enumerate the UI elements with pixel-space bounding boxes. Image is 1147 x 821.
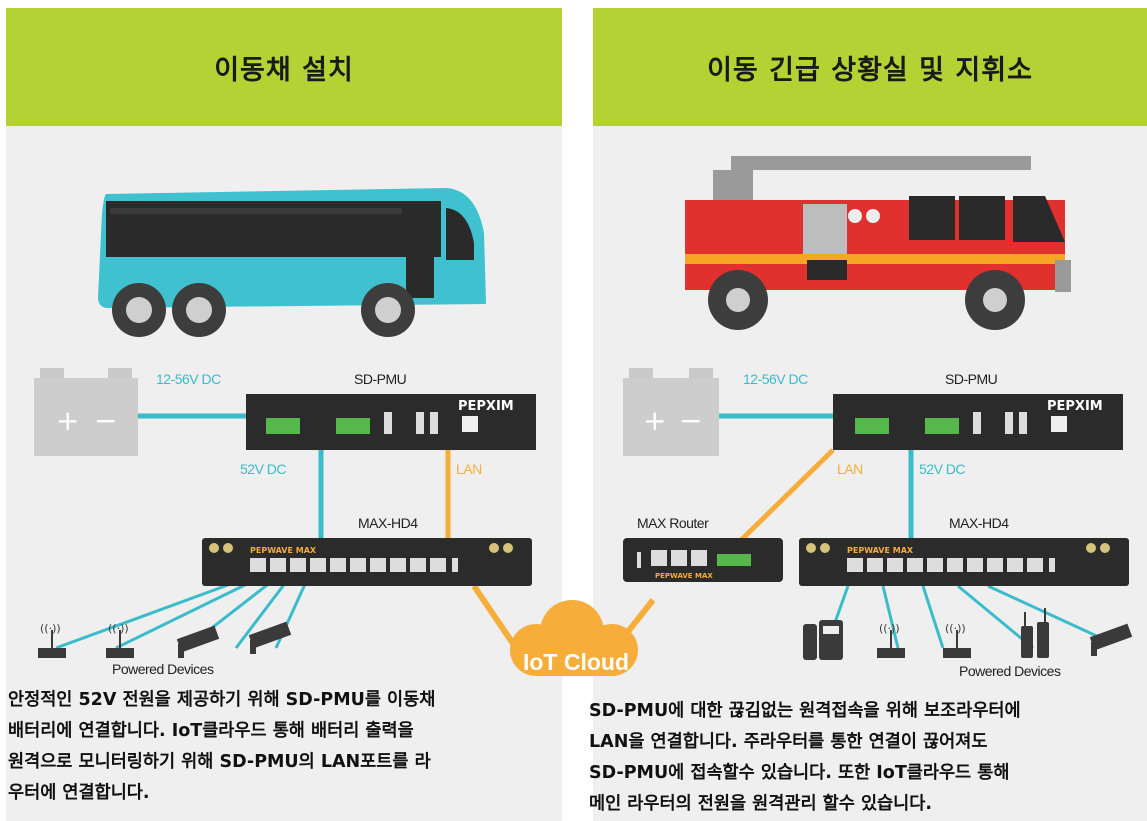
pepxim-logo: PEPXIM xyxy=(458,399,514,414)
right-description: SD-PMU에 대한 끊김없는 원격접속을 위해 보조라우터에 LAN을 연결합… xyxy=(589,696,1021,820)
cloud-icon xyxy=(510,600,638,676)
max-hd4-router xyxy=(799,538,1129,586)
svg-text:+: + xyxy=(643,404,666,437)
description-line: LAN을 연결합니다. 주라우터를 통한 연결이 끊어져도 xyxy=(589,732,988,752)
52v-dc-label: 52V DC xyxy=(919,461,965,477)
sd-pmu-device xyxy=(246,394,536,450)
left-diagram: + − PEPXIM PEPWAVE MAX xyxy=(34,188,536,677)
svg-text:((·)): ((·)) xyxy=(108,622,129,635)
wifi-ap-icon: ((·)) xyxy=(877,622,905,658)
battery-icon: + − xyxy=(623,368,719,456)
max-hd4-router xyxy=(202,538,532,586)
powered-devices-label: Powered Devices xyxy=(959,663,1061,679)
lan-label: LAN xyxy=(837,461,863,477)
fire-truck-illustration xyxy=(685,156,1071,330)
right-title: 이동 긴급 상황실 및 지휘소 xyxy=(707,54,1033,86)
svg-text:−: − xyxy=(679,404,702,437)
radio-icon xyxy=(1021,608,1049,658)
svg-text:((·)): ((·)) xyxy=(945,622,966,635)
description-line: 안정적인 52V 전원을 제공하기 위해 SD-PMU를 이동채 xyxy=(8,690,436,710)
svg-text:−: − xyxy=(94,404,117,437)
max-router-device xyxy=(623,538,783,582)
power-in-label: 12-56V DC xyxy=(743,371,808,387)
wifi-ap-icon: ((·)) xyxy=(106,622,134,658)
powered-devices-label: Powered Devices xyxy=(112,661,214,677)
description-line: 원격으로 모니터링하기 위해 SD-PMU의 LAN포트를 라 xyxy=(8,752,431,772)
pepxim-logo: PEPXIM xyxy=(1047,399,1103,414)
right-header: 이동 긴급 상황실 및 지휘소 xyxy=(593,8,1147,126)
sd-pmu-device xyxy=(833,394,1123,450)
svg-text:((·)): ((·)) xyxy=(40,622,61,635)
bus-illustration xyxy=(98,188,486,337)
lan-label: LAN xyxy=(456,461,482,477)
svg-text:((·)): ((·)) xyxy=(879,622,900,635)
description-line: 메인 라우터의 전원을 원격관리 할수 있습니다. xyxy=(589,794,933,814)
description-line: 배터리에 연결합니다. IoT클라우드 통해 배터리 출력을 xyxy=(8,721,414,741)
max-router-label: MAX Router xyxy=(637,515,709,531)
power-in-label: 12-56V DC xyxy=(156,371,221,387)
right-panel: 이동 긴급 상황실 및 지휘소 xyxy=(589,8,1147,821)
description-line: SD-PMU에 대한 끊김없는 원격접속을 위해 보조라우터에 xyxy=(589,701,1021,721)
pepwave-max-logo: PEPWAVE MAX xyxy=(655,572,713,580)
battery-icon: + − xyxy=(34,368,138,456)
52v-dc-label: 52V DC xyxy=(240,461,286,477)
wifi-ap-icon: ((·)) xyxy=(38,622,66,658)
max-hd4-label: MAX-HD4 xyxy=(358,515,418,531)
pepwave-max-logo: PEPWAVE MAX xyxy=(847,546,914,555)
description-line: SD-PMU에 접속할수 있습니다. 또한 IoT클라우드 통해 xyxy=(589,763,1010,783)
svg-text:+: + xyxy=(56,404,79,437)
camera-icon xyxy=(176,625,220,658)
iot-cloud-label: IoT Cloud xyxy=(523,649,629,675)
max-hd4-label: MAX-HD4 xyxy=(949,515,1009,531)
left-title: 이동채 설치 xyxy=(214,54,354,86)
iot-cloud: IoT Cloud xyxy=(510,600,638,676)
sd-pmu-label: SD-PMU xyxy=(354,371,407,387)
left-header: 이동채 설치 xyxy=(6,8,562,126)
camera-icon xyxy=(248,621,292,654)
phone-icon xyxy=(803,620,843,660)
wifi-ap-icon: ((·)) xyxy=(943,622,971,658)
pepwave-max-logo: PEPWAVE MAX xyxy=(250,546,317,555)
left-description: 안정적인 52V 전원을 제공하기 위해 SD-PMU를 이동채 배터리에 연결… xyxy=(8,685,435,809)
left-panel: 이동채 설치 + − xyxy=(6,8,562,821)
camera-icon xyxy=(1089,623,1133,656)
description-line: 우터에 연결합니다. xyxy=(8,783,150,803)
sd-pmu-label: SD-PMU xyxy=(945,371,998,387)
